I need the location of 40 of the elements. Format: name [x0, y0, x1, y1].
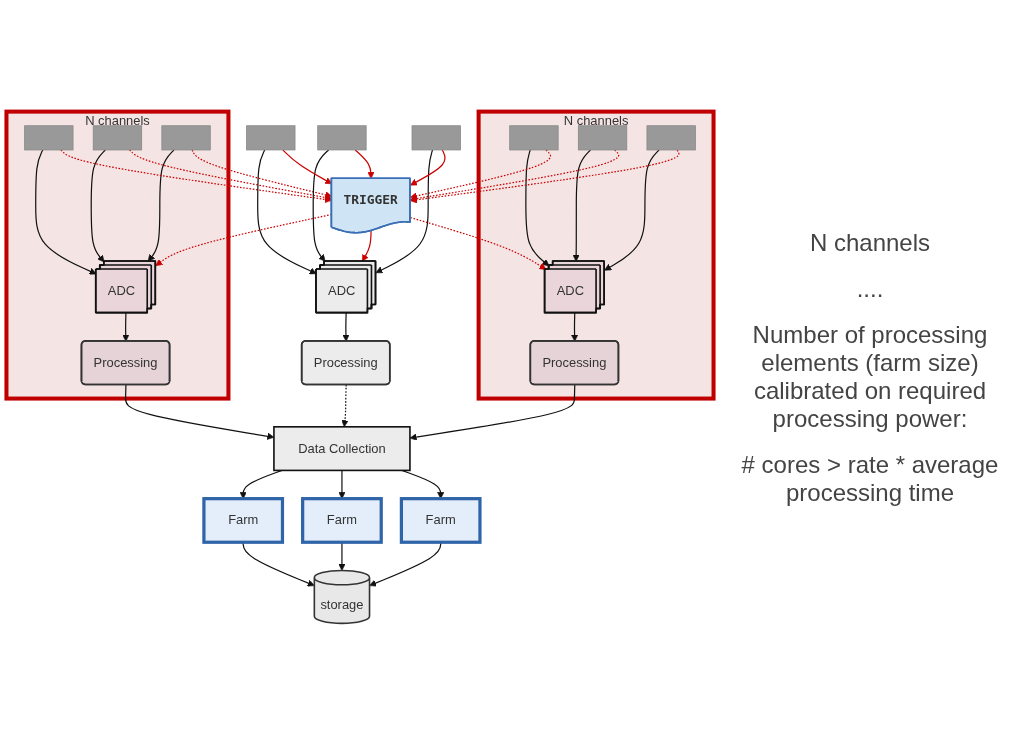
node-box: Farm [301, 497, 383, 544]
note-text: N channels [808, 228, 932, 257]
arrow [410, 149, 446, 186]
node-box [246, 125, 296, 151]
arrow [571, 312, 579, 342]
arrow [312, 149, 330, 262]
arrow [90, 149, 106, 263]
note-text: .... [855, 274, 885, 303]
arrow [409, 384, 576, 441]
node-box [317, 125, 367, 151]
node-box: Data Collection [273, 426, 411, 472]
arrow [341, 384, 349, 428]
arrow [410, 149, 680, 204]
node-box [509, 125, 559, 151]
arrow [410, 149, 552, 200]
arrow [282, 149, 333, 185]
node-box [646, 125, 696, 151]
arrow [60, 149, 333, 203]
node-box [161, 125, 211, 151]
arrow [375, 149, 434, 274]
note-text: # cores > rate * average processing time [740, 450, 1000, 507]
arrow [525, 149, 550, 267]
node-box [92, 125, 143, 151]
node-box [577, 125, 628, 151]
node-box [411, 125, 461, 151]
arrow [604, 149, 660, 271]
arrow [354, 149, 375, 179]
arrow [342, 312, 350, 342]
arrow [147, 149, 175, 262]
arrow [401, 469, 445, 499]
arrow [257, 149, 317, 275]
arrow [35, 149, 97, 275]
note-text: Number of processing elements (farm size) calibrated on required processing power: [751, 320, 989, 433]
node-box [24, 125, 74, 151]
arrow [191, 149, 333, 199]
arrow [410, 149, 620, 202]
node-box: Farm [202, 497, 285, 544]
arrow [122, 312, 130, 342]
arrow [338, 469, 346, 499]
node-box: Farm [399, 497, 482, 544]
